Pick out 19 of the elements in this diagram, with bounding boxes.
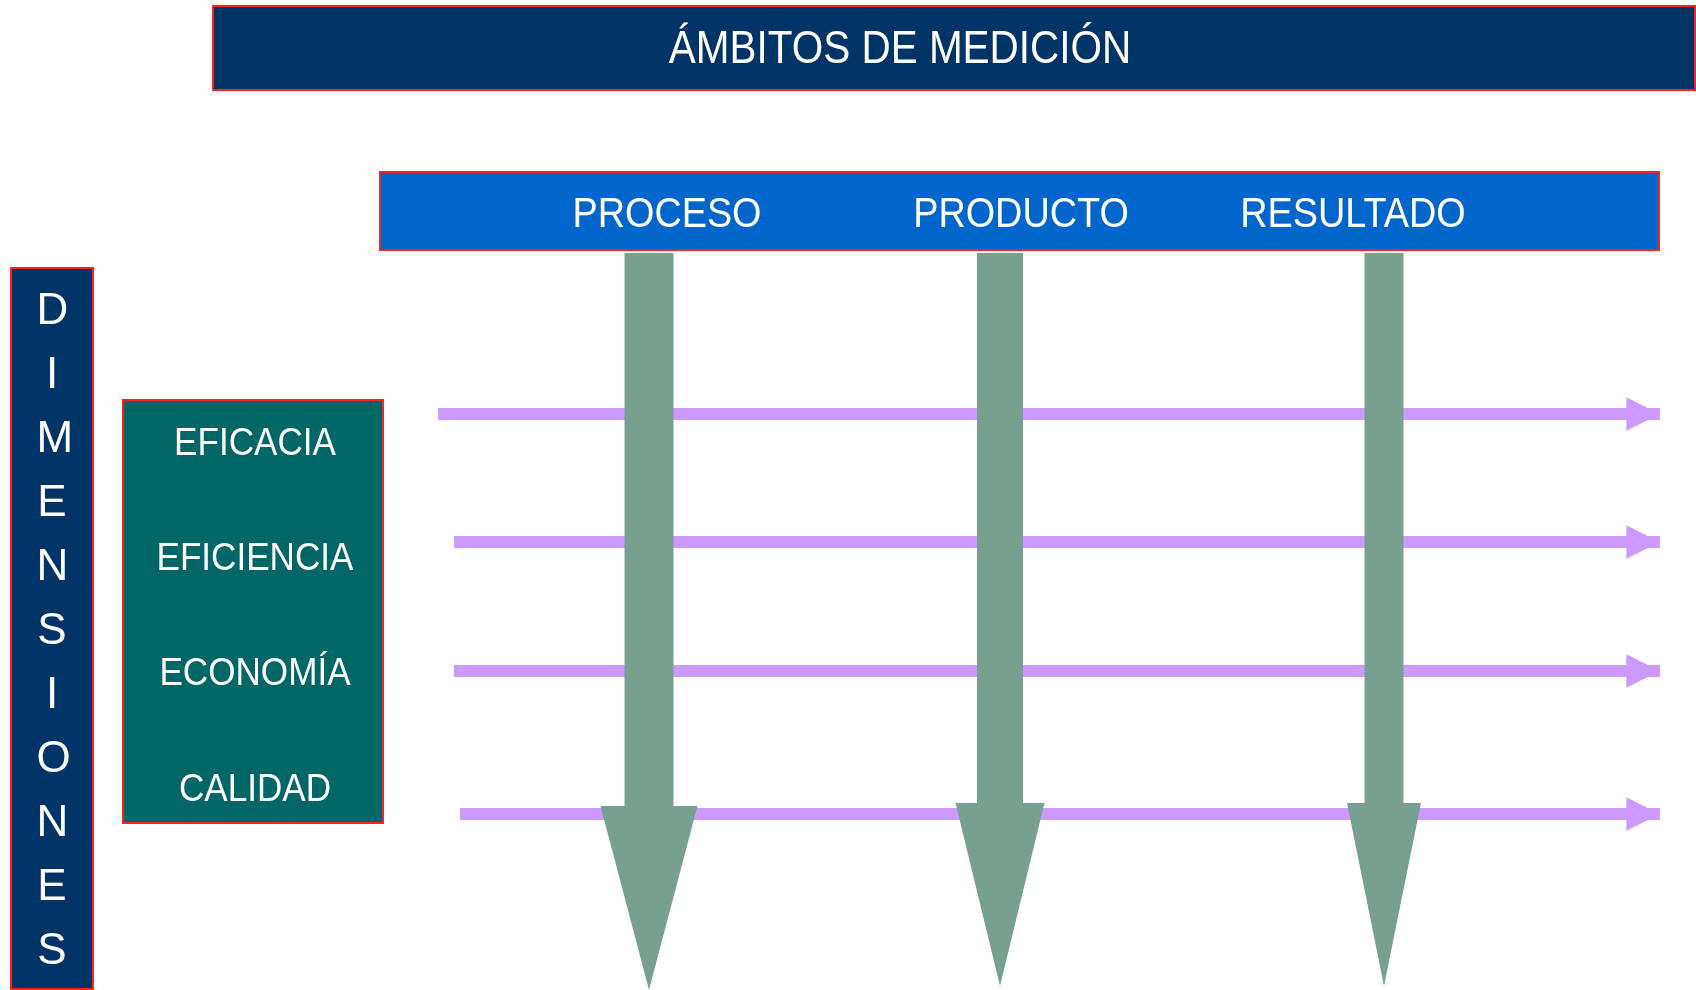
dimension-label: EFICACIA xyxy=(174,420,336,464)
title-bar xyxy=(212,5,1696,91)
arrow xyxy=(454,525,1660,559)
vertical-label: DIMENSIONES xyxy=(36,283,68,975)
thick-arrow xyxy=(955,253,1045,986)
arrow xyxy=(438,397,1660,431)
column-heading: PRODUCTO xyxy=(913,189,1129,237)
title-text: ÁMBITOS DE MEDICIÓN xyxy=(668,20,1132,74)
dimension-label: EFICIENCIA xyxy=(156,535,354,579)
header-band xyxy=(379,171,1660,251)
thick-arrow xyxy=(600,253,698,990)
thick-arrow xyxy=(1347,253,1421,986)
dimension-label: ECONOMÍA xyxy=(159,650,351,694)
column-heading: PROCESO xyxy=(572,189,762,237)
vertical-label-bar xyxy=(10,267,94,990)
column-heading: RESULTADO xyxy=(1240,189,1466,237)
dimension-box xyxy=(122,399,384,824)
arrow xyxy=(454,654,1660,688)
dimension-label: CALIDAD xyxy=(178,766,332,810)
